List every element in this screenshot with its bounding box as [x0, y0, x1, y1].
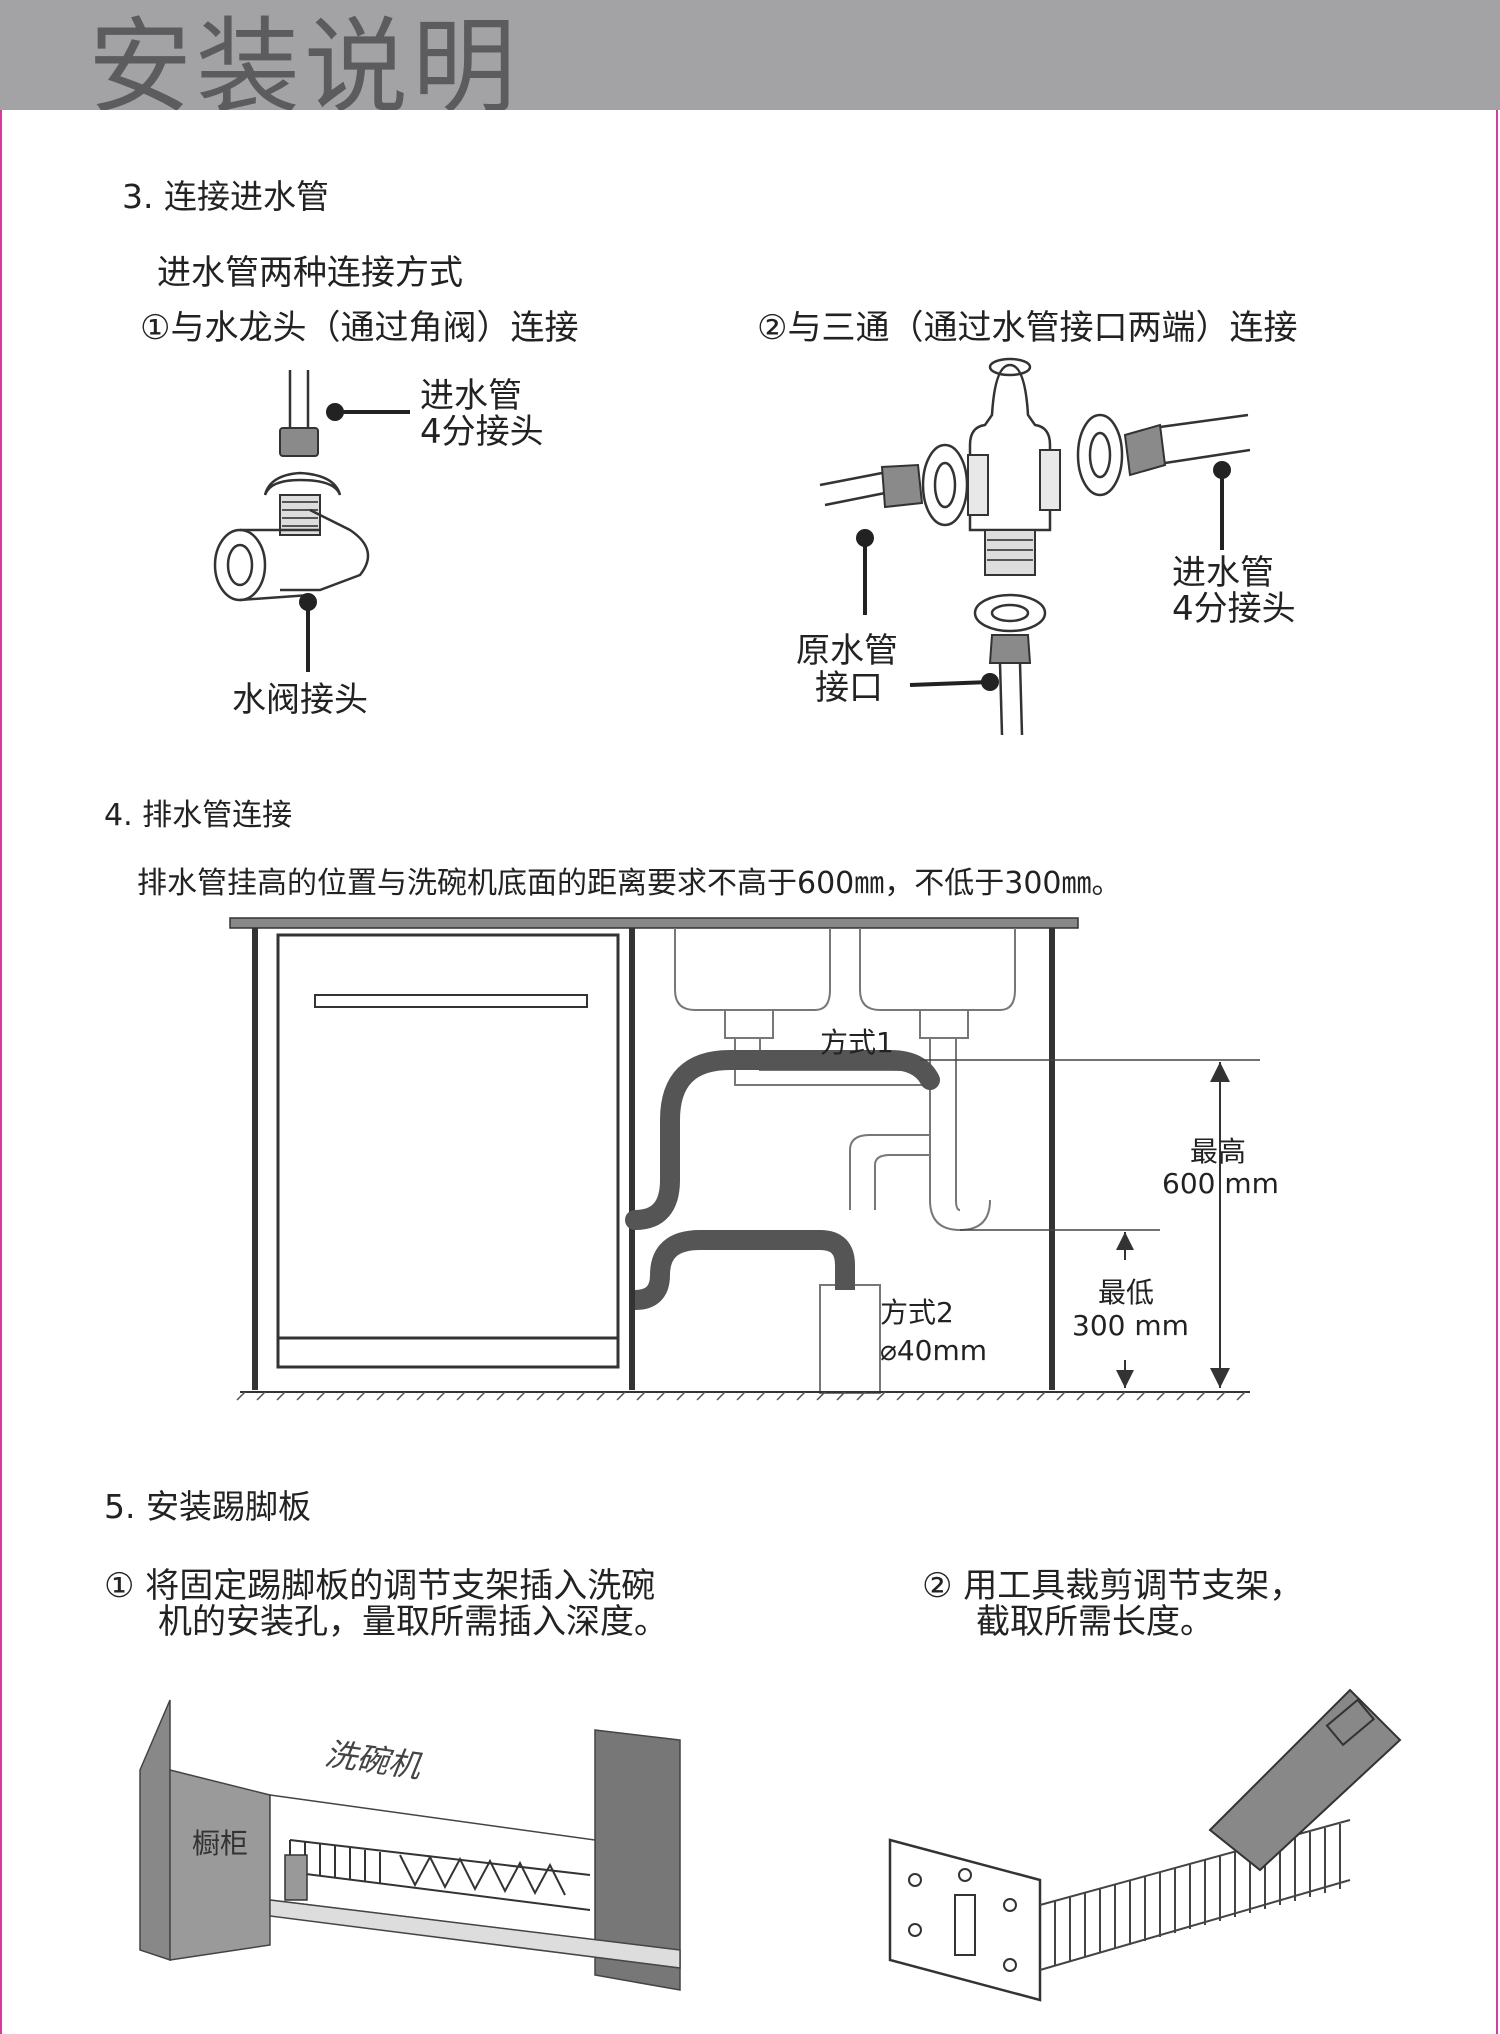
method2-label-orig-port: 接口 — [815, 668, 883, 708]
section3-subheading: 进水管两种连接方式 — [157, 253, 463, 293]
drain-height-diagram — [229, 917, 1260, 1401]
max-height-label: 最高 — [1190, 1135, 1247, 1168]
kickboard-insert-illustration — [139, 1699, 681, 1991]
min-height-value: 300 mm — [1072, 1309, 1189, 1342]
step2-line2: 截取所需长度。 — [976, 1602, 1214, 1642]
step1-line2: 机的安装孔，量取所需插入深度。 — [158, 1602, 668, 1642]
method2-label-fitting: 4分接头 — [1172, 589, 1296, 629]
page-title: 安装说明 — [88, 6, 521, 110]
section4-note: 排水管挂高的位置与洗碗机底面的距离要求不高于600㎜，不低于300㎜。 — [137, 866, 1122, 901]
method2-title: ②与三通（通过水管接口两端）连接 — [757, 308, 1298, 348]
method1-callout-lines — [299, 403, 410, 672]
bracket-cut-illustration — [888, 1688, 1402, 2002]
header-bar: 安装说明 — [0, 0, 1500, 110]
angle-valve-illustration — [213, 370, 370, 602]
section4-heading: 4. 排水管连接 — [104, 798, 293, 833]
method1-label-valve: 水阀接头 — [232, 680, 368, 720]
cabinet-label: 橱柜 — [192, 1827, 249, 1860]
drain-mode2-label: 方式2 — [880, 1296, 954, 1329]
max-height-value: 600 mm — [1162, 1167, 1279, 1200]
method2-callout-lines — [856, 461, 1231, 691]
method2-label-orig-pipe: 原水管 — [796, 631, 898, 671]
method1-label-pipe: 进水管 — [420, 376, 522, 416]
step2-line1: ② 用工具裁剪调节支架， — [922, 1566, 1304, 1606]
method1-title: ①与水龙头（通过角阀）连接 — [140, 308, 579, 348]
method2-label-pipe: 进水管 — [1172, 553, 1274, 593]
tee-valve-illustration — [819, 357, 1251, 736]
method1-label-fitting: 4分接头 — [420, 412, 544, 452]
section3-heading: 3. 连接进水管 — [122, 177, 329, 216]
min-height-label: 最低 — [1098, 1276, 1155, 1309]
drain-diameter-label: ⌀40mm — [880, 1334, 988, 1367]
step1-line1: ① 将固定踢脚板的调节支架插入洗碗 — [104, 1566, 656, 1606]
section5-heading: 5. 安装踢脚板 — [104, 1487, 311, 1526]
drain-mode1-label: 方式1 — [820, 1026, 894, 1059]
